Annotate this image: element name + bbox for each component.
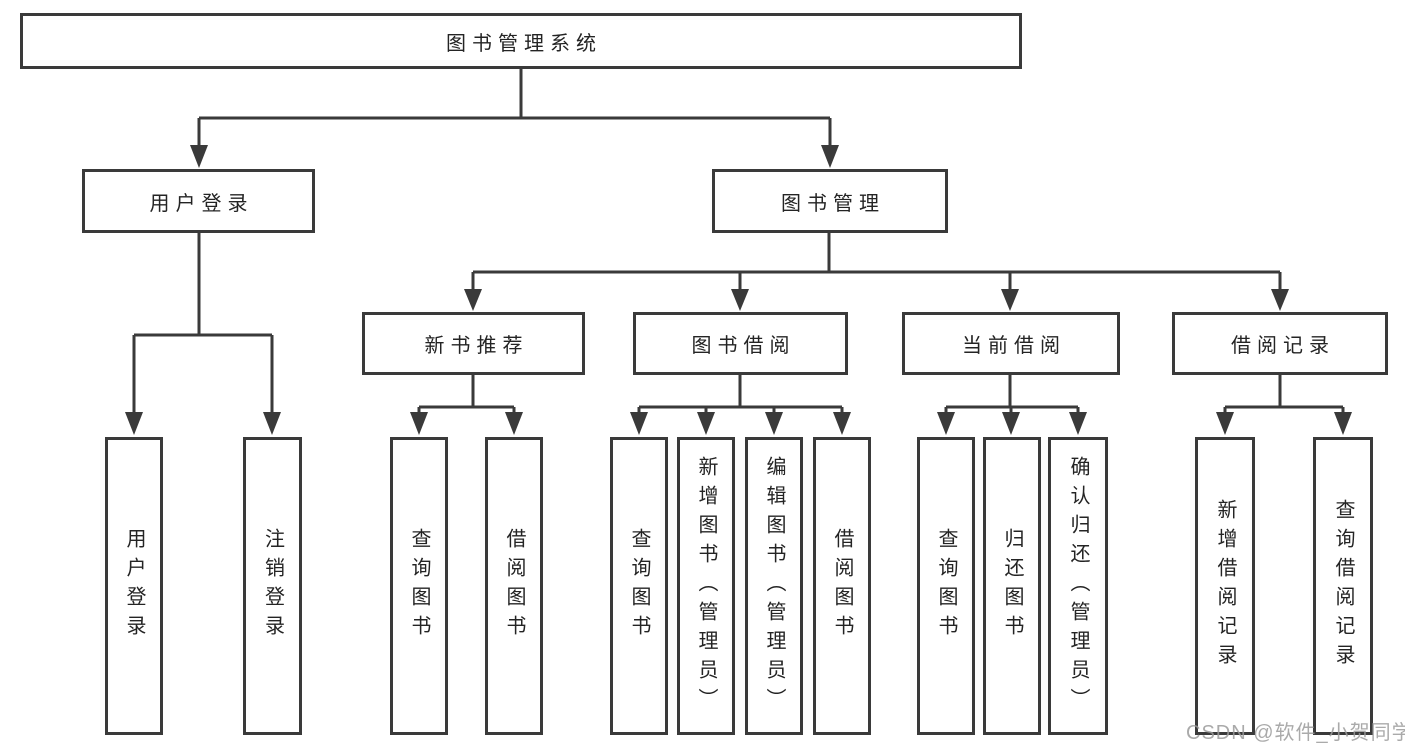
connector-level2-to-leaves [417,375,1345,418]
leaf-borrow-books: 借阅图书 [813,437,871,735]
csdn-watermark: CSDN @软件_小贺同学 [1186,722,1405,744]
leaf-query-books-borrow: 查询图书 [610,437,668,735]
leaf-query-books-recommend-label: 查询图书 [408,528,430,644]
leaf-query-books-recommend: 查询图书 [390,437,448,735]
node-book-management-label: 图书管理 [781,192,885,215]
node-book-borrowing: 图书借阅 [633,312,848,375]
node-library-system-label: 图书管理系统 [446,32,602,55]
leaf-borrow-books-label: 借阅图书 [831,528,853,644]
node-book-borrowing-label: 图书借阅 [691,335,796,357]
leaf-logout-label: 注销登录 [261,528,284,644]
node-borrowing-records-label: 借阅记录 [1231,335,1335,357]
leaf-add-borrow-record: 新增借阅记录 [1195,437,1255,735]
leaf-return-books: 归还图书 [983,437,1041,735]
leaf-user-login: 用户登录 [105,437,163,735]
node-borrowing-records: 借阅记录 [1172,312,1388,375]
leaf-add-borrow-record-label: 新增借阅记录 [1214,499,1236,673]
node-user-login-label: 用户登录 [149,192,254,215]
leaf-query-books-current: 查询图书 [917,437,975,735]
leaf-borrow-books-recommend: 借阅图书 [485,437,543,735]
node-user-login: 用户登录 [82,169,315,233]
leaf-user-login-label: 用户登录 [123,528,145,644]
leaf-borrow-books-recommend-label: 借阅图书 [503,528,525,644]
connector-login-to-leaves [132,232,274,418]
leaf-edit-books-admin-label: 编辑图书（管理员） [763,455,785,717]
leaf-confirm-return-admin: 确认归还（管理员） [1048,437,1108,735]
leaf-confirm-return-admin-label: 确认归还（管理员） [1067,455,1089,717]
arrowheads [125,145,1352,435]
connector-root-to-level1 [197,68,832,150]
leaf-query-borrow-record: 查询借阅记录 [1313,437,1373,735]
leaf-return-books-label: 归还图书 [1001,528,1023,644]
leaf-add-books-admin: 新增图书（管理员） [677,437,735,735]
node-new-book-recommendation: 新书推荐 [362,312,585,375]
leaf-query-books-borrow-label: 查询图书 [628,528,650,644]
leaf-query-borrow-record-label: 查询借阅记录 [1332,499,1354,673]
connector-mgmt-to-level2 [471,232,1282,293]
leaf-query-books-current-label: 查询图书 [935,528,957,644]
leaf-logout: 注销登录 [243,437,302,735]
leaf-add-books-admin-label: 新增图书（管理员） [695,455,717,717]
node-new-book-recommendation-label: 新书推荐 [424,335,529,357]
leaf-edit-books-admin: 编辑图书（管理员） [745,437,803,735]
node-library-system: 图书管理系统 [20,13,1022,69]
node-current-borrowing-label: 当前借阅 [962,335,1066,357]
node-book-management: 图书管理 [712,169,948,233]
node-current-borrowing: 当前借阅 [902,312,1120,375]
